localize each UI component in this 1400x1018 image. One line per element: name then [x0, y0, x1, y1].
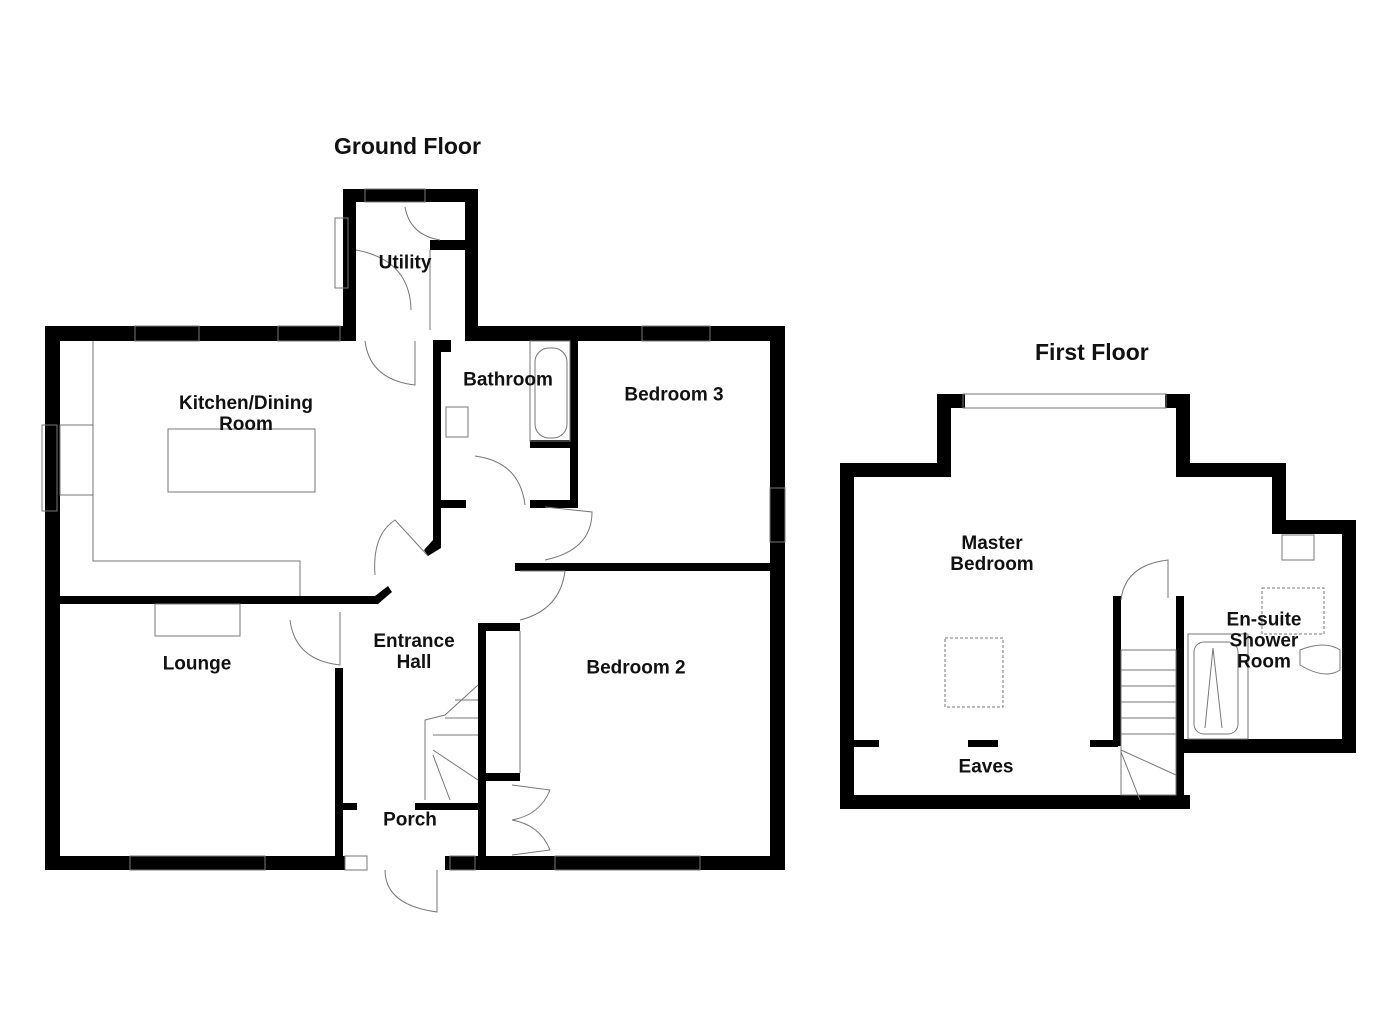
room-label-master-bedroom: Master Bedroom	[950, 533, 1034, 575]
room-label-ensuite-shower-room: En-suite Shower Room	[1226, 609, 1302, 673]
room-label-bathroom: Bathroom	[463, 369, 553, 391]
room-label-porch: Porch	[383, 809, 437, 831]
first-floor-title: First Floor	[1035, 339, 1149, 365]
room-label-kitchen-dining: Kitchen/Dining Room	[178, 393, 314, 435]
first-floor-walls	[840, 394, 1356, 809]
room-label-lounge: Lounge	[162, 653, 232, 675]
room-label-utility: Utility	[378, 252, 432, 274]
room-label-bedroom-2: Bedroom 2	[586, 657, 686, 679]
ground-floor-fixtures	[41, 188, 786, 913]
room-label-eaves: Eaves	[958, 756, 1014, 778]
ground-floor-walls	[45, 189, 785, 870]
first-floor-fixtures	[944, 393, 1341, 801]
room-label-bedroom-3: Bedroom 3	[624, 384, 724, 406]
ground-floor-title: Ground Floor	[334, 133, 481, 159]
room-label-entrance-hall: Entrance Hall	[373, 631, 455, 673]
